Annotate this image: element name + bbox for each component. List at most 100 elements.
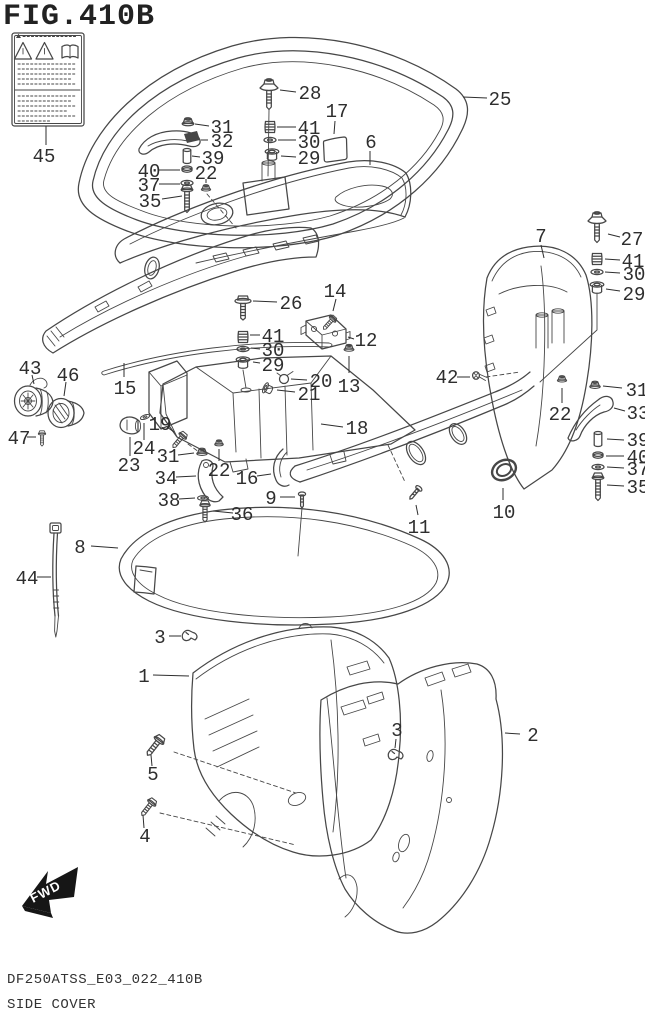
leader-line-41 [604,258,621,261]
callout-32: 32 [211,131,234,153]
callout-12: 12 [355,330,378,352]
callout-41: 41 [262,326,285,348]
leader-line-7 [540,244,545,259]
leader-line-30 [604,271,621,274]
lock-washer-40 [592,451,604,459]
fwd-arrow: FWD [22,867,78,918]
leader-line-20 [290,378,308,381]
callout-27: 27 [621,229,644,251]
callout-29: 29 [623,284,645,306]
leader-line-38 [178,497,196,500]
leader-line-43 [31,374,35,385]
callout-40: 40 [627,447,645,469]
callout-1: 1 [138,666,149,688]
callout-4: 4 [139,826,150,848]
callout-30: 30 [298,132,321,154]
fwd-arrow-shape [22,867,78,913]
spring-41 [237,330,249,344]
bolt-26 [234,295,252,321]
leader-line-25 [462,96,488,99]
callout-45: 45 [33,146,56,168]
leader-line-35 [606,484,625,487]
pad-17 [322,136,348,163]
callout-28: 28 [299,83,322,105]
spacer-39 [593,430,603,448]
callout-41: 41 [298,118,321,140]
callout-39: 39 [202,148,225,170]
callout-29: 29 [262,355,285,377]
callout-42: 42 [436,367,459,389]
callout-40: 40 [138,161,161,183]
bolt-4 [137,796,159,819]
trim-strip [101,342,333,376]
callout-33: 33 [627,403,645,425]
leader-line-14 [332,298,337,312]
nut-22 [556,375,568,383]
upper-tray [114,160,412,264]
callout-3: 3 [391,720,402,742]
figure-caption: SIDE COVER [7,997,97,1013]
leader-line-31 [602,385,623,389]
callout-17: 17 [326,101,349,123]
plug-23 [119,416,142,435]
leader-line-8 [90,545,119,549]
nut-31 [181,117,195,127]
warning-triangle-icon [13,41,54,60]
leader-line-12 [347,336,355,340]
callout-37: 37 [627,459,645,481]
leader-line-39 [191,155,201,158]
leader-line-29 [252,361,261,364]
leader-line-16 [256,473,272,477]
callout-3: 3 [154,627,165,649]
callout-15: 15 [114,378,137,400]
bolt-5 [142,732,168,760]
grommet-29 [589,281,605,294]
bracket-12 [300,314,351,350]
leader-line-33 [613,407,626,412]
callout-31: 31 [626,380,645,402]
spring-41 [591,252,603,266]
handle-33 [567,395,614,442]
warning-label [11,32,85,127]
leader-line-5 [150,754,153,767]
callout-38: 38 [158,490,181,512]
manual-book-icon [61,44,79,59]
clip-20 [276,371,294,385]
callout-37: 37 [138,175,161,197]
callout-29: 29 [298,148,321,170]
washer-38 [197,495,209,501]
leader-line-21 [276,389,296,393]
figure-title: FIG.410B [3,0,156,34]
leader-line-27 [607,233,621,238]
callout-7: 7 [535,226,546,248]
leader-line-19 [166,426,175,433]
leader-line-26 [252,300,278,303]
drawing-code: DF250ATSS_E03_022_410B [7,972,203,988]
leader-line-36 [212,510,234,514]
handle-32 [138,130,201,155]
boot-46 [47,397,85,429]
leader-line-11 [415,504,419,516]
side-panel-15 [42,226,320,354]
hook-16 [273,448,290,487]
leader-line-35 [161,195,183,200]
nut-31 [589,380,601,389]
screw-42 [471,371,488,381]
callout-2: 2 [527,725,538,747]
bolt-27 [587,211,607,244]
nut-22 [214,439,224,447]
warning-triangle-icon [16,33,21,38]
callout-30: 30 [623,264,645,286]
callout-24: 24 [133,438,156,460]
leader-line-29 [280,155,297,158]
callout-9: 9 [265,488,276,510]
callout-46: 46 [57,365,80,387]
callout-35: 35 [139,191,162,213]
clip-3 [387,748,404,761]
leader-line-34 [175,475,197,478]
leader-line-18 [320,423,344,428]
bolt-35 [591,472,605,502]
